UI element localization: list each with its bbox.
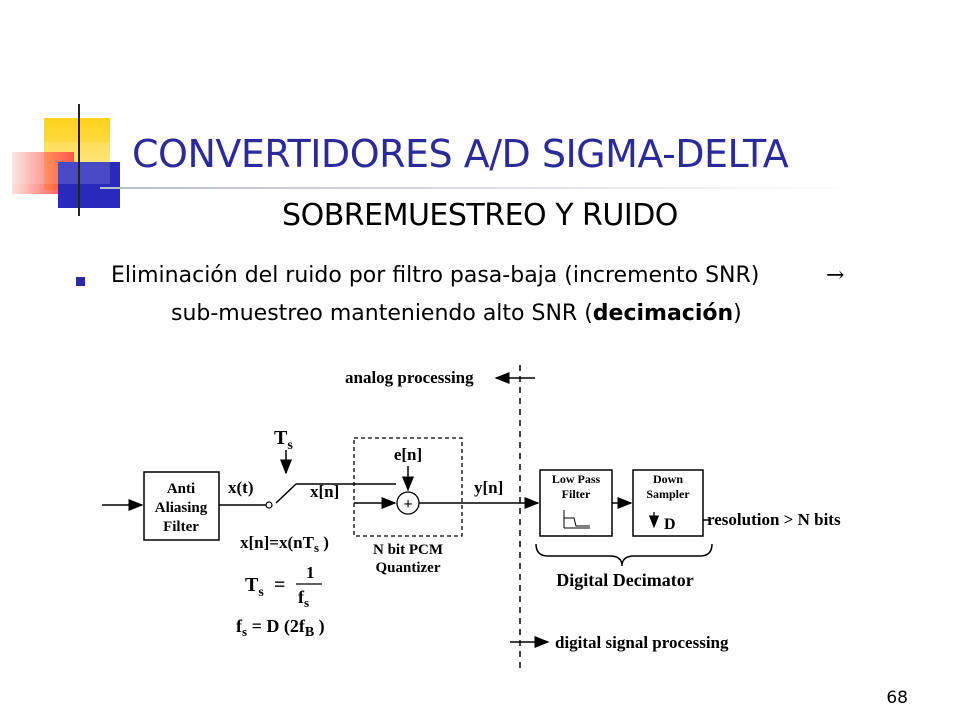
svg-text:Ts: Ts <box>245 574 264 600</box>
downsample-factor: D <box>664 516 676 533</box>
switch-node <box>265 501 273 509</box>
anti-aliasing-filter-block <box>143 471 220 541</box>
block-diagram: analog processing digital signal process… <box>102 365 841 672</box>
bullet-square-icon <box>76 277 85 286</box>
downsampler-line1: Down <box>653 472 683 486</box>
analog-processing-label: analog processing <box>345 368 474 387</box>
svg-text:=: = <box>274 574 285 596</box>
bullet-text: Eliminación del ruido por filtro pasa-ba… <box>111 263 760 288</box>
anti-aliasing-line1: Anti <box>167 481 195 497</box>
adder-plus: + <box>403 496 412 513</box>
anti-aliasing-line2: Aliasing <box>155 500 208 516</box>
bullet-bold-term: decimación <box>592 301 734 326</box>
bullet-cont-close: ) <box>733 301 742 326</box>
down-sampler-block <box>632 469 704 537</box>
decorative-squares <box>0 104 180 216</box>
quantizer-block <box>353 437 463 537</box>
sampling-switch <box>275 483 297 504</box>
bullet-continuation: sub-muestreo manteniendo alto SNR (decim… <box>171 301 742 326</box>
xt-label: x(t) <box>228 478 253 497</box>
slide-title: CONVERTIDORES A/D SIGMA-DELTA <box>132 132 789 176</box>
title-underline <box>100 187 860 189</box>
ts-label: Ts <box>274 427 293 453</box>
page-number: 68 <box>886 688 908 708</box>
equation-sampling: x[n]=x(nTs ) <box>240 533 329 555</box>
downsampler-line2: Sampler <box>646 487 690 501</box>
lowpass-line1: Low Pass <box>552 472 601 486</box>
decimator-brace <box>535 543 713 567</box>
digital-processing-label: digital signal processing <box>555 633 729 652</box>
xn-label: x[n] <box>310 482 339 501</box>
quantizer-line2: Quantizer <box>376 560 441 576</box>
lowpass-response-icon <box>563 510 590 529</box>
slide-subtitle: SOBREMUESTREO Y RUIDO <box>282 198 678 233</box>
equation-frequency: fs = D (2fB ) <box>236 616 325 640</box>
bullet-cont-text: sub-muestreo manteniendo alto SNR ( <box>171 301 593 326</box>
equation-period: Ts = 1 fs <box>245 563 322 610</box>
svg-text:fs: fs <box>298 587 309 610</box>
decimator-label: Digital Decimator <box>556 570 693 590</box>
en-label: e[n] <box>394 445 422 464</box>
right-arrow-icon: → <box>826 263 845 288</box>
lowpass-line2: Filter <box>562 487 591 501</box>
quantizer-line1: N bit PCM <box>373 542 443 558</box>
svg-text:1: 1 <box>306 563 315 582</box>
resolution-label: resolution > N bits <box>707 510 841 529</box>
yn-label: y[n] <box>474 478 503 497</box>
anti-aliasing-line3: Filter <box>163 519 199 535</box>
